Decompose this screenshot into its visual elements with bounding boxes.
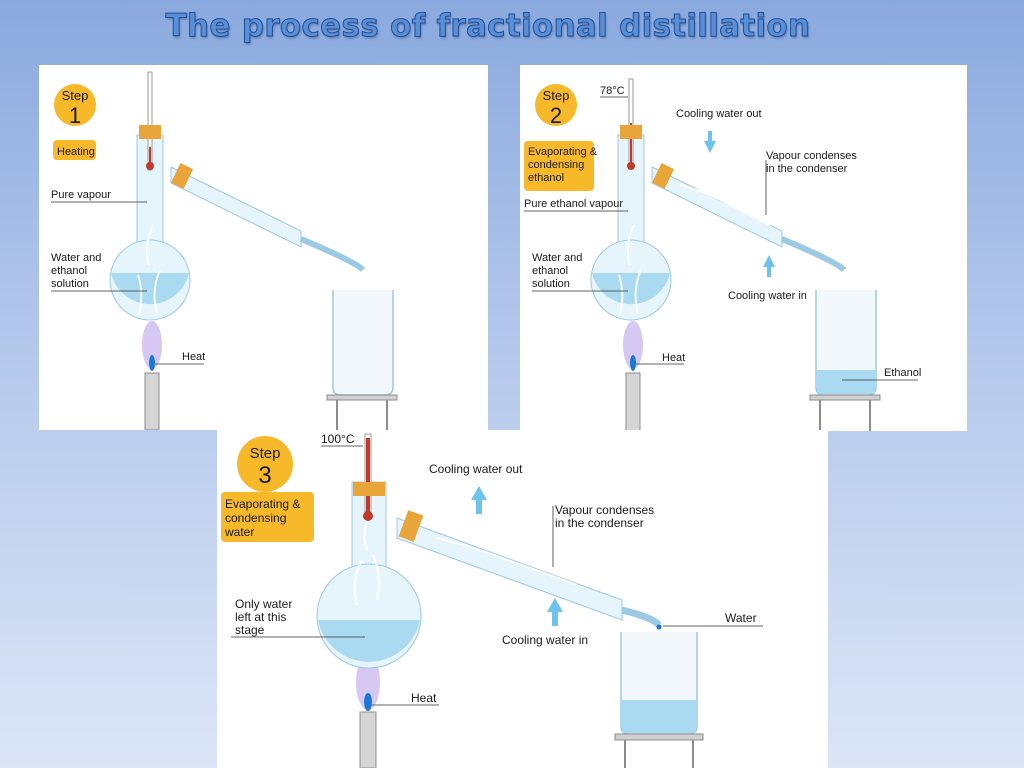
label-heat: Heat <box>411 691 437 705</box>
stage-label-line-3: ethanol <box>528 172 564 184</box>
label-solution-line-2: ethanol <box>51 265 87 277</box>
burner <box>144 372 160 430</box>
vapour-in-condenser <box>679 184 771 226</box>
stand <box>614 733 704 741</box>
cooling-in-arrow <box>763 255 775 277</box>
stage-label: Heating <box>57 146 95 158</box>
vapour-in-condenser <box>436 537 578 586</box>
stage-label-line-3: water <box>224 525 254 539</box>
label-cooling-out: Cooling water out <box>676 108 762 120</box>
stage-badge <box>53 140 96 160</box>
label-heat: Heat <box>662 352 685 364</box>
flask-liquid <box>592 273 670 305</box>
label-condenses-line-2: in the condenser <box>555 516 644 530</box>
water-drop <box>656 624 662 630</box>
stage-label-line-2: condensing <box>225 511 286 525</box>
label-cooling-in: Cooling water in <box>502 633 588 647</box>
stage-label-line-2: condensing <box>528 159 584 171</box>
label-cooling-in: Cooling water in <box>728 290 807 302</box>
step-word: Step <box>62 88 89 103</box>
label-cooling-out: Cooling water out <box>429 462 523 476</box>
label-pure-vapour: Pure vapour <box>51 189 111 201</box>
condenser <box>170 166 302 248</box>
flame <box>142 321 162 369</box>
delivery-tube <box>621 606 662 628</box>
step-badge <box>54 84 96 126</box>
condenser <box>651 166 783 248</box>
label-solution-line-3: solution <box>532 278 570 290</box>
stage-badge <box>524 141 594 191</box>
thermometer-bulb <box>146 162 154 170</box>
thermometer-bulb <box>627 162 635 170</box>
condenser <box>396 517 623 621</box>
label-condenses-line-1: Vapour condenses <box>555 503 654 517</box>
flame-core <box>364 693 372 711</box>
flame-core <box>630 355 636 371</box>
stand <box>326 394 398 401</box>
condenser-cork <box>651 163 675 189</box>
vapour-wisps <box>618 224 642 316</box>
flask-liquid <box>111 273 189 305</box>
step-badge <box>535 84 577 126</box>
step-number: 2 <box>550 103 562 128</box>
step-number: 3 <box>258 462 271 489</box>
step-badge <box>237 436 293 492</box>
cork <box>139 125 161 139</box>
thermometer-column <box>630 123 632 167</box>
step-1-diagram: Step 1 Heating Pure vapour Water and eth… <box>51 71 398 430</box>
thermometer-bulb <box>363 511 373 521</box>
temperature-reading: 100°C <box>321 432 355 446</box>
cork <box>353 482 385 496</box>
step-1-panel: Step 1 Heating Pure vapour Water and eth… <box>39 65 488 430</box>
label-pure-ethanol-vapour: Pure ethanol vapour <box>524 198 623 210</box>
vapour-wisps <box>137 224 161 316</box>
label-solution-line-2: ethanol <box>532 265 568 277</box>
water-liquid <box>622 700 696 733</box>
label-heat: Heat <box>182 351 205 363</box>
condenser-cork <box>398 510 424 542</box>
step-number: 1 <box>69 103 81 128</box>
step-3-diagram: Step 3 Evaporating & condensing water 10… <box>221 432 763 768</box>
stage-badge <box>221 492 314 542</box>
flame-core <box>149 355 155 371</box>
burner <box>359 711 377 768</box>
condenser-cork <box>170 163 194 189</box>
page-title: The process of fractional distillation <box>165 8 811 45</box>
step-2-panel: Step 2 Evaporating & condensing ethanol … <box>520 65 967 431</box>
label-solution-line-3: solution <box>51 278 89 290</box>
temperature-reading: 78°C <box>600 85 625 97</box>
label-solution-line-1: Water and <box>51 252 101 264</box>
flask-liquid <box>318 620 420 662</box>
ethanol-liquid <box>817 370 875 394</box>
burner <box>625 372 641 431</box>
label-only-water-line-1: Only water <box>235 597 292 611</box>
cooling-out-arrow <box>471 486 487 514</box>
label-only-water-line-3: stage <box>235 623 265 637</box>
cooling-in-arrow <box>547 598 563 626</box>
label-only-water-line-2: left at this <box>235 610 286 624</box>
delivery-tube <box>780 236 847 273</box>
stage-label-line-1: Evaporating & <box>528 146 598 158</box>
cooling-out-arrow <box>704 131 716 153</box>
beaker <box>332 290 394 396</box>
stage-label-line-1: Evaporating & <box>225 497 300 511</box>
cork <box>620 125 642 139</box>
thermometer-column <box>366 438 370 514</box>
label-water: Water <box>725 611 757 625</box>
step-word: Step <box>543 88 570 103</box>
step-2-diagram: Step 2 Evaporating & condensing ethanol … <box>524 78 921 431</box>
stand <box>809 394 881 401</box>
label-ethanol: Ethanol <box>884 367 921 379</box>
flame <box>623 321 643 369</box>
delivery-tube <box>299 236 366 273</box>
step-word: Step <box>250 445 281 462</box>
label-solution-line-1: Water and <box>532 252 582 264</box>
label-condenses-line-2: in the condenser <box>766 163 848 175</box>
step-3-panel: Step 3 Evaporating & condensing water 10… <box>217 430 828 768</box>
thermometer-column <box>149 147 151 167</box>
label-condenses-line-1: Vapour condenses <box>766 150 857 162</box>
